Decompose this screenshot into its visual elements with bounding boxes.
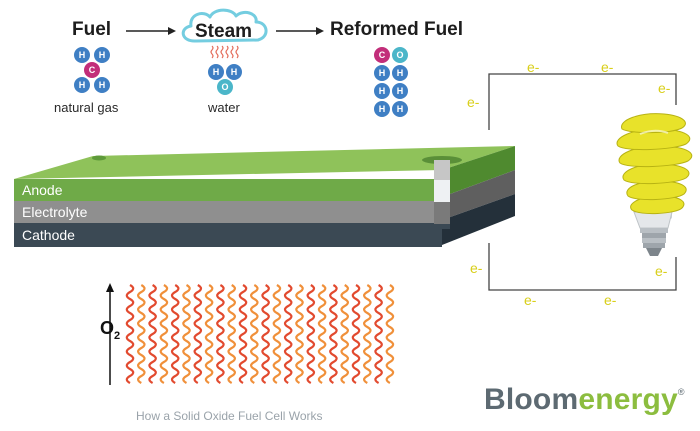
hydrogen-atom-icon: H (391, 100, 409, 118)
oxygen-wave-line (204, 284, 214, 384)
oxygen-wave-line (295, 284, 304, 384)
electron-label: e- (470, 260, 483, 276)
hydrogen-atom-icon: H (93, 76, 111, 94)
hydrogen-atom-icon: H (225, 63, 243, 81)
svg-text:H: H (379, 104, 386, 114)
hydrogen-atom-icon: H (373, 100, 391, 118)
electron-label: e- (527, 59, 540, 75)
oxygen-wave-line (250, 284, 259, 384)
svg-text:H: H (99, 50, 106, 60)
oxygen-wave-line (272, 284, 282, 384)
stage-steam-label: Steam (195, 21, 253, 42)
carbon-atom-icon: C (373, 46, 391, 64)
electron-label: e- (467, 94, 480, 110)
oxygen-symbol: O (100, 318, 115, 338)
cathode-layer (14, 223, 442, 247)
oxygen-wave-line (317, 284, 327, 384)
cathode-label: Cathode (22, 227, 75, 243)
hydrogen-atom-icon: H (207, 63, 225, 81)
oxygen-wave-line (170, 284, 180, 384)
oxygen-wave-line (193, 284, 203, 384)
oxygen-wave-line (137, 284, 146, 384)
anode-label: Anode (22, 182, 63, 198)
anode-layer (14, 179, 442, 201)
cathode-side (442, 194, 515, 245)
svg-text:H: H (397, 68, 404, 78)
svg-text:H: H (99, 80, 106, 90)
diagram-caption: How a Solid Oxide Fuel Cell Works (136, 409, 323, 423)
channel-cutout (434, 180, 450, 202)
oxygen-wave-line (374, 284, 383, 384)
oxygen-waves (125, 284, 395, 384)
oxygen-wave-line (261, 284, 270, 384)
electrolyte-side (442, 170, 515, 220)
hydrogen-atom-icon: H (391, 64, 409, 82)
logo-part-bloom: Bloom (484, 383, 579, 416)
oxygen-atom-icon: O (216, 78, 234, 96)
svg-text:H: H (397, 86, 404, 96)
oxygen-label: O2 (100, 318, 120, 342)
oxygen-arrow (106, 283, 114, 385)
electrolyte-layer (14, 201, 442, 223)
oxygen-wave-line (148, 284, 157, 384)
steam-cloud-icon (181, 8, 268, 43)
oxygen-subscript: 2 (114, 330, 121, 342)
electron-label: e- (658, 80, 671, 96)
hydrogen-atom-icon: H (391, 82, 409, 100)
hydrogen-atom-icon: H (373, 82, 391, 100)
carbon-atom-icon: C (83, 61, 101, 79)
svg-text:O: O (396, 50, 403, 60)
oxygen-wave-line (385, 284, 395, 384)
hydrogen-atom-icon: H (73, 76, 91, 94)
oxygen-wave-line (125, 284, 135, 384)
stage-reformed-label: Reformed Fuel (330, 19, 464, 40)
electron-label: e- (655, 263, 668, 279)
svg-text:H: H (231, 67, 238, 77)
svg-text:H: H (397, 104, 404, 114)
oxygen-wave-line (340, 284, 349, 384)
svg-text:O: O (221, 82, 228, 92)
hydrogen-atom-icon: H (373, 64, 391, 82)
heat-waves-icon (210, 45, 239, 59)
arrow-fuel-to-steam (126, 27, 176, 35)
electron-label: e- (604, 292, 617, 308)
oxygen-wave-line (227, 284, 236, 384)
svg-text:H: H (79, 50, 86, 60)
oxygen-wave-line (283, 284, 293, 384)
oxygen-wave-line (216, 284, 225, 384)
natural-gas-label: natural gas (54, 100, 119, 115)
svg-text:H: H (379, 86, 386, 96)
svg-text:C: C (379, 50, 386, 60)
arrow-steam-to-reformed (276, 27, 324, 35)
svg-text:H: H (213, 67, 220, 77)
fuel-cell-slab (14, 146, 515, 247)
oxygen-wave-line (159, 284, 169, 384)
electrolyte-label: Electrolyte (22, 204, 88, 220)
electron-label: e- (524, 292, 537, 308)
oxygen-wave-line (182, 284, 191, 384)
svg-text:H: H (79, 80, 86, 90)
oxygen-wave-line (238, 284, 248, 384)
electron-label: e- (601, 59, 614, 75)
circuit-wire (488, 73, 677, 291)
stage-fuel-label: Fuel (72, 19, 112, 40)
bloom-energy-logo: Bloomenergy® (484, 383, 685, 416)
svg-text:H: H (379, 68, 386, 78)
oxygen-wave-line (351, 284, 361, 384)
anode-side (442, 146, 515, 197)
svg-text:C: C (89, 65, 96, 75)
hydrogen-atom-icon: H (93, 46, 111, 64)
light-bulb-icon (616, 113, 693, 256)
oxygen-wave-line (329, 284, 338, 384)
water-label: water (208, 100, 240, 115)
oxygen-wave-line (363, 284, 372, 384)
oxygen-atom-icon: O (391, 46, 409, 64)
oxygen-wave-line (306, 284, 316, 384)
logo-part-energy: energy (578, 383, 678, 416)
hydrogen-atom-icon: H (73, 46, 91, 64)
